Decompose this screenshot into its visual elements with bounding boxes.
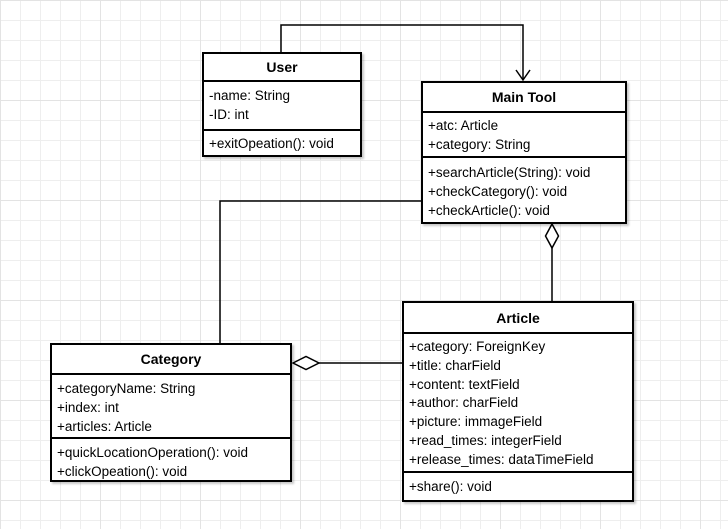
hollow-diamond-icon <box>291 355 321 371</box>
attribute-line: +category: ForeignKey <box>409 339 546 354</box>
attribute-line: +title: charField <box>409 357 501 373</box>
attribute-line: +picture: immageField <box>409 414 543 430</box>
class-title: User <box>204 54 360 82</box>
attribute-line: +read_times: integerField <box>409 432 562 448</box>
class-title: Article <box>404 303 632 334</box>
attribute-line: +content: textField <box>409 376 520 392</box>
attribute-line: +index: int <box>57 400 119 415</box>
class-category[interactable]: Category +categoryName: String +index: i… <box>50 343 292 482</box>
hollow-diamond-icon <box>544 222 560 250</box>
attribute-line: -ID: int <box>209 107 249 122</box>
attribute-line: +articles: Article <box>57 419 152 434</box>
methods-section: +searchArticle(String): void +checkCateg… <box>423 158 625 222</box>
class-user[interactable]: User -name: String -ID: int +exitOpeatio… <box>202 52 362 157</box>
edge-user-maintool[interactable] <box>280 24 531 82</box>
method-line: +checkArticle(): void <box>428 203 550 218</box>
method-line: +quickLocationOperation(): void <box>57 445 248 460</box>
attributes-section: +categoryName: String +index: int +artic… <box>52 375 290 439</box>
method-line: +checkCategory(): void <box>428 184 568 199</box>
method-line: +searchArticle(String): void <box>428 165 591 180</box>
attribute-line: -name: String <box>209 88 291 103</box>
edge-maintool-article[interactable] <box>544 222 560 301</box>
attribute-line: +categoryName: String <box>57 381 196 396</box>
methods-section: +quickLocationOperation(): void +clickOp… <box>52 439 290 480</box>
method-line: +clickOpeation(): void <box>57 464 188 479</box>
attribute-line: +release_times: dataTimeField <box>409 451 594 467</box>
attribute-line: +category: String <box>428 137 531 152</box>
method-line: +exitOpeation(): void <box>209 136 334 151</box>
attribute-line: +author: charField <box>409 395 519 411</box>
class-title: Main Tool <box>423 83 625 113</box>
methods-section: +share(): void <box>404 473 632 500</box>
attributes-section: -name: String -ID: int <box>204 82 360 131</box>
edge-category-article[interactable] <box>291 355 402 371</box>
methods-section: +exitOpeation(): void <box>204 131 360 155</box>
attribute-line: +atc: Article <box>428 118 499 133</box>
attributes-section: +atc: Article +category: String <box>423 113 625 158</box>
edge-category-maintool[interactable] <box>219 200 421 343</box>
class-article[interactable]: Article +category: ForeignKey +title: ch… <box>402 301 634 502</box>
class-main-tool[interactable]: Main Tool +atc: Article +category: Strin… <box>421 81 627 224</box>
open-arrow-icon <box>515 69 531 82</box>
attributes-section: +category: ForeignKey +title: charField … <box>404 334 632 473</box>
class-title: Category <box>52 345 290 375</box>
method-line: +share(): void <box>409 479 492 494</box>
